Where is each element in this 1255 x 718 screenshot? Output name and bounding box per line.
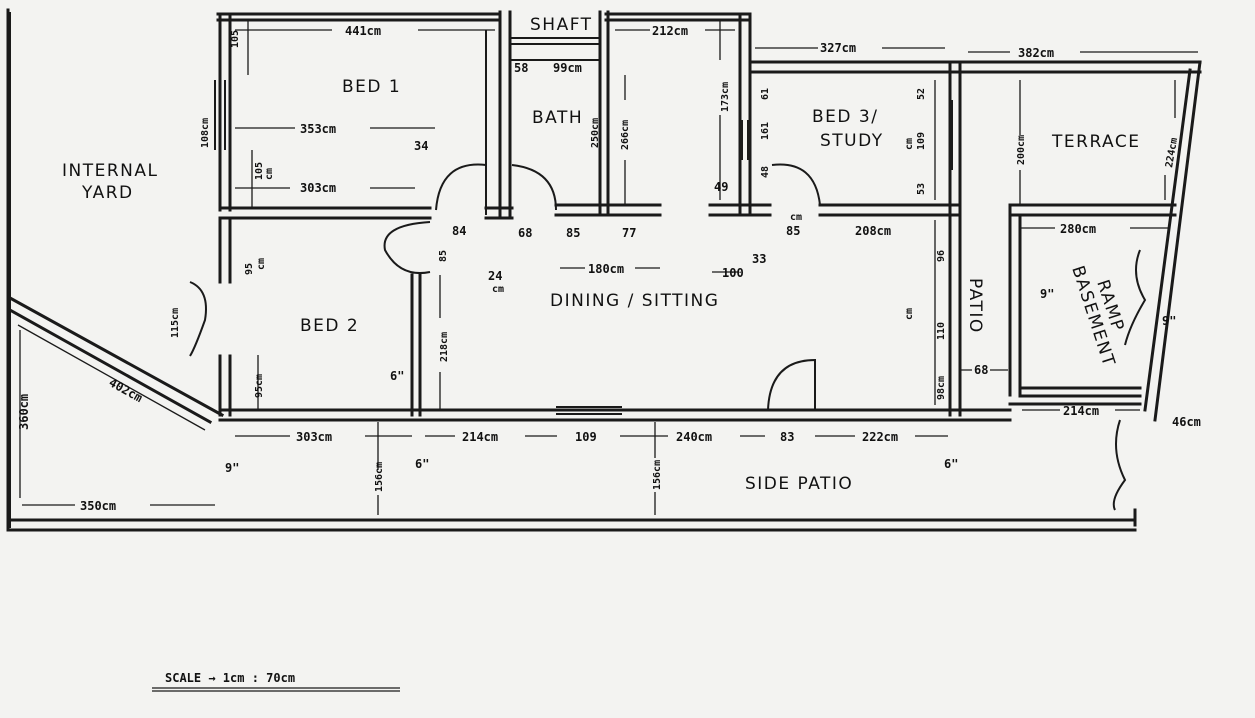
dim-cm3: cm: [790, 212, 802, 223]
scale-note: SCALE → 1cm : 70cm: [152, 671, 400, 692]
dim-161: 161: [760, 122, 771, 140]
wall-bed2: [218, 216, 232, 417]
dim-95a: 95: [244, 263, 255, 275]
dim-77: 77: [622, 226, 636, 240]
dim-353: 353cm: [300, 122, 336, 136]
dim-109: 109: [916, 132, 927, 150]
dim-156b: 156cm: [652, 460, 663, 490]
label-bed3-line2: STUDY: [820, 131, 884, 151]
label-bed2: BED 2: [300, 316, 359, 336]
wall-bed1-bottom: [218, 206, 432, 220]
dim-280: 280cm: [1060, 222, 1096, 236]
label-bed3-line1: BED 3/: [812, 107, 878, 127]
dim-173: 173cm: [720, 82, 731, 112]
dim-350: 350cm: [80, 499, 116, 513]
dim-240: 240cm: [676, 430, 712, 444]
dim-34: 34: [414, 139, 428, 153]
label-shaft: SHAFT: [530, 15, 593, 35]
dim-214b: 214cm: [1063, 404, 1099, 418]
dim-250: 250cm: [590, 118, 601, 148]
dim-105a: 105: [230, 30, 241, 48]
dim-46: 46cm: [1172, 415, 1201, 429]
dim-cm5: cm: [256, 258, 267, 270]
dimension-lines: [17, 20, 1198, 515]
dim-109b: 109: [575, 430, 597, 444]
dim-48: 48: [760, 166, 771, 178]
dim-96: 96: [936, 250, 947, 262]
label-bath: BATH: [532, 108, 583, 128]
dim-24: 24: [488, 269, 502, 283]
dim-303b: 303cm: [296, 430, 332, 444]
dim-382: 382cm: [1018, 46, 1054, 60]
dim-95b: 95cm: [254, 374, 265, 398]
dim-84: 84: [452, 224, 466, 238]
dimension-labels: 441cm 212cm 327cm 382cm 105 108cm 353cm …: [17, 24, 1201, 513]
dim-9b: 9": [1162, 314, 1176, 328]
dim-68a: 68: [518, 226, 532, 240]
dim-6a: 6": [390, 369, 404, 383]
dim-85c: 85: [438, 250, 449, 262]
wall-bed3: [738, 12, 752, 217]
dim-68b: 68: [974, 363, 988, 377]
dim-cm1: cm: [264, 168, 275, 180]
dim-6b: 6": [415, 457, 429, 471]
dim-156a: 156cm: [374, 462, 385, 492]
label-bed1: BED 1: [342, 77, 401, 97]
label-dining: DINING / SITTING: [550, 291, 719, 311]
dim-61: 61: [760, 88, 771, 100]
label-internal-line2: YARD: [81, 183, 134, 203]
dim-303a: 303cm: [300, 181, 336, 195]
dim-85a: 85: [566, 226, 580, 240]
dim-208: 208cm: [855, 224, 891, 238]
doors: [189, 163, 1147, 511]
dim-6c: 6": [944, 457, 958, 471]
dim-180: 180cm: [588, 262, 624, 276]
dim-52: 52: [916, 88, 927, 100]
dim-200: 200cm: [1016, 135, 1027, 165]
dim-360: 360cm: [17, 394, 31, 430]
dim-33: 33: [752, 252, 766, 266]
label-terrace: TERRACE: [1051, 132, 1141, 152]
dim-224: 224cm: [1164, 137, 1180, 169]
dim-222: 222cm: [862, 430, 898, 444]
dim-98: 98cm: [936, 376, 947, 400]
dim-49: 49: [714, 180, 728, 194]
dim-85b: 85: [786, 224, 800, 238]
dim-cm4: cm: [492, 284, 504, 295]
door-swing: [435, 163, 487, 211]
label-internal-line1: INTERNAL: [62, 161, 159, 181]
dim-218: 218cm: [439, 332, 450, 362]
dim-108: 108cm: [200, 118, 211, 148]
dim-214a: 214cm: [462, 430, 498, 444]
dim-100: 100: [722, 266, 744, 280]
dim-441: 441cm: [345, 24, 381, 38]
wall-terrace: [1008, 203, 1177, 217]
dim-402: 402cm: [107, 375, 145, 405]
label-patio: PATIO: [965, 278, 985, 334]
dim-115: 115cm: [170, 308, 181, 338]
wall-south: [218, 408, 1012, 422]
dim-327: 327cm: [820, 41, 856, 55]
dim-58: 58: [514, 61, 528, 75]
dim-53: 53: [916, 183, 927, 195]
dim-266: 266cm: [620, 120, 631, 150]
dim-105b: 105: [254, 162, 265, 180]
dim-9c: 9": [225, 461, 239, 475]
dim-cm6: cm: [904, 308, 915, 320]
dim-cm2: cm: [904, 138, 915, 150]
dim-110: 110: [936, 322, 947, 340]
dim-9a: 9": [1040, 287, 1054, 301]
dim-99: 99cm: [553, 61, 582, 75]
dim-83: 83: [780, 430, 794, 444]
scale-label: SCALE → 1cm : 70cm: [165, 671, 295, 685]
dim-212: 212cm: [652, 24, 688, 38]
wall-shaft: [498, 10, 610, 217]
wall-outer: [6, 8, 1137, 532]
walls: [6, 8, 1202, 532]
label-side-patio: SIDE PATIO: [745, 474, 853, 494]
